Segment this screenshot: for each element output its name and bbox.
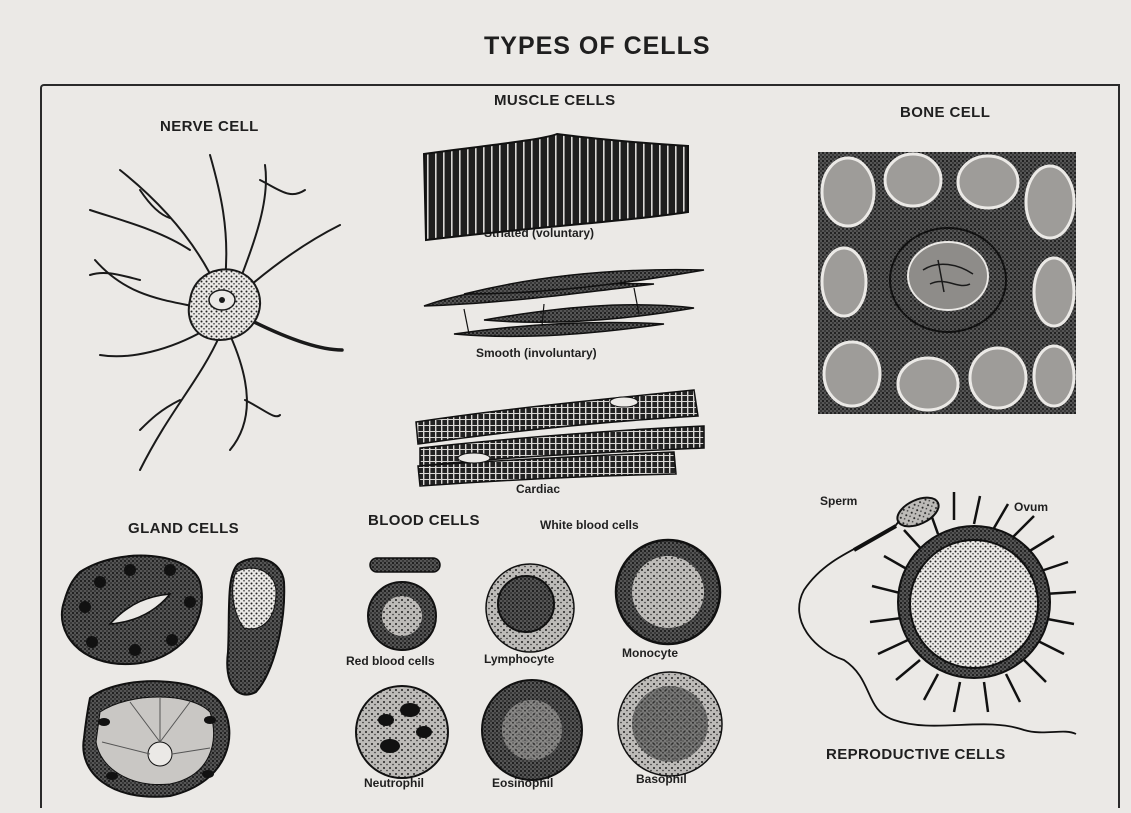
gland-cells-heading: GLAND CELLS [128,520,239,537]
white-blood-cells-label: White blood cells [540,518,639,532]
nerve-cell-illustration [80,150,360,480]
nerve-cell-heading: NERVE CELL [160,118,259,135]
bone-cell-heading: BONE CELL [900,104,990,121]
cardiac-muscle-illustration [414,386,710,490]
smooth-label: Smooth (involuntary) [476,346,597,360]
blood-cells-heading: BLOOD CELLS [368,512,480,529]
reproductive-cells-illustration [784,490,1084,746]
blood-cells-illustration [340,550,740,782]
diagram-title: TYPES OF CELLS [484,32,711,61]
muscle-cells-heading: MUSCLE CELLS [494,92,615,109]
gland-cells-illustration [60,552,290,800]
bone-cell-illustration [818,152,1076,414]
reproductive-cells-heading: REPRODUCTIVE CELLS [826,746,1006,763]
striated-muscle-illustration [422,132,692,242]
smooth-muscle-illustration [424,264,714,344]
